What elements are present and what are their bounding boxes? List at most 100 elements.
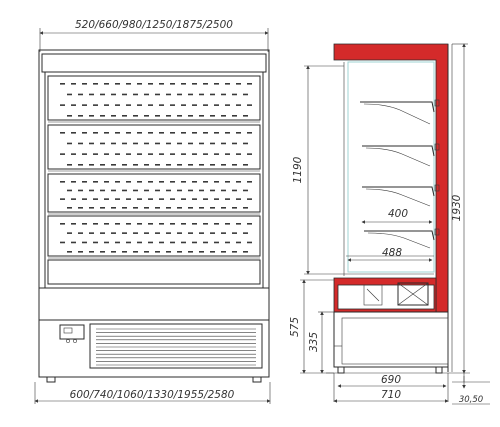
perforation-slot: [188, 207, 193, 209]
control-knob: [73, 339, 77, 343]
perforation-slot: [148, 181, 153, 183]
perforation-slot: [243, 164, 248, 166]
shelf-panel: [47, 259, 261, 285]
shelf-bracket: [365, 188, 431, 207]
perforation-slot: [181, 181, 186, 183]
perforation-slot: [225, 223, 230, 225]
perforation-slot: [247, 153, 252, 155]
perforation-slot: [236, 181, 241, 183]
perforation-slot: [166, 207, 171, 209]
perforation-slot: [93, 198, 98, 200]
perforation-slot: [67, 93, 72, 96]
perforation-slot: [199, 232, 204, 234]
top-width-label: 520/660/980/1250/1875/2500: [75, 19, 233, 31]
perforation-slot: [166, 232, 171, 234]
shelf-panel: [47, 75, 261, 121]
perforation-slot: [210, 251, 215, 253]
perforation-slot: [155, 207, 160, 209]
perforation-slot: [221, 232, 226, 234]
perforation-slot: [60, 83, 65, 85]
perforation-slot: [133, 142, 138, 145]
perforation-slot: [214, 241, 219, 244]
perforation-slot: [159, 181, 164, 183]
perforation-slot: [82, 83, 87, 85]
shelf-panel: [47, 124, 261, 170]
perforation-slot: [225, 83, 230, 85]
perforation-slot: [78, 93, 83, 96]
perforation-slot: [188, 164, 193, 166]
perforation-slot: [214, 83, 219, 85]
perforation-slot: [243, 207, 248, 209]
perforation-slot: [243, 189, 248, 192]
perforation-slot: [144, 207, 149, 209]
perforation-slot: [236, 132, 241, 134]
display-window: [63, 327, 73, 334]
perforation-slot: [177, 142, 182, 145]
perforation-slot: [60, 181, 65, 183]
perforation-slot: [137, 181, 142, 183]
cabinet-outline: [38, 49, 270, 378]
perforation-slot: [82, 181, 87, 183]
perforation-slot: [170, 153, 175, 155]
perforation-slot: [148, 153, 153, 155]
perforation-slot: [93, 83, 98, 85]
lower-cabinet: [333, 311, 449, 368]
perforation-slot: [247, 104, 252, 106]
perforation-slot: [111, 164, 116, 166]
perforation-slot: [225, 241, 230, 244]
perforation-slot: [122, 93, 127, 96]
perforation-slot: [111, 93, 116, 96]
perforation-slot: [214, 223, 219, 225]
side-foot-back: [435, 366, 443, 374]
perforation-slot: [188, 251, 193, 253]
perforation-slot: [144, 189, 149, 192]
shelf-clip: [434, 184, 440, 192]
perforation-slot: [82, 223, 87, 225]
perforation-slot: [148, 241, 153, 244]
perforation-slot: [89, 207, 94, 209]
perforation-slot: [155, 142, 160, 145]
perforation-slot: [232, 164, 237, 166]
perforation-slot: [236, 223, 241, 225]
perforation-slot: [67, 164, 72, 166]
perforation-slot: [100, 251, 105, 253]
perforation-slot: [60, 104, 65, 106]
perforation-slot: [100, 164, 105, 166]
perforation-slot: [225, 132, 230, 134]
perforation-slot: [236, 104, 241, 106]
perforation-slot: [82, 198, 87, 200]
foot-label: 30,50: [459, 395, 483, 405]
front-shelves: [47, 75, 261, 285]
perforation-slot: [170, 83, 175, 85]
perforation-slot: [115, 198, 120, 200]
perforation-slot: [181, 223, 186, 225]
perforation-slot: [247, 198, 252, 200]
perforation-slot: [155, 232, 160, 234]
perforation-slot: [100, 207, 105, 209]
perforation-slot: [93, 241, 98, 244]
perforation-slot: [177, 207, 182, 209]
perforation-slot: [93, 153, 98, 155]
perforation-slot: [170, 223, 175, 225]
perforation-slot: [115, 181, 120, 183]
ventilation-grille: [89, 323, 263, 369]
perforation-slot: [203, 241, 208, 244]
perforation-slot: [155, 164, 160, 166]
perforation-slot: [199, 164, 204, 166]
perforation-slot: [221, 115, 226, 117]
perforation-slot: [71, 153, 76, 155]
perforation-slot: [111, 232, 116, 234]
perforation-slot: [122, 142, 127, 145]
perforation-slot: [89, 142, 94, 145]
perforation-slot: [210, 115, 215, 117]
shelf-bracket: [363, 103, 431, 125]
perforation-slots: [60, 83, 252, 253]
perforation-slot: [60, 153, 65, 155]
perforation-slot: [104, 181, 109, 183]
perforation-slot: [210, 189, 215, 192]
perforation-slot: [159, 104, 164, 106]
perforation-slot: [199, 189, 204, 192]
shelf-bracket: [367, 232, 431, 249]
perforation-slot: [221, 251, 226, 253]
perforation-slot: [67, 142, 72, 145]
